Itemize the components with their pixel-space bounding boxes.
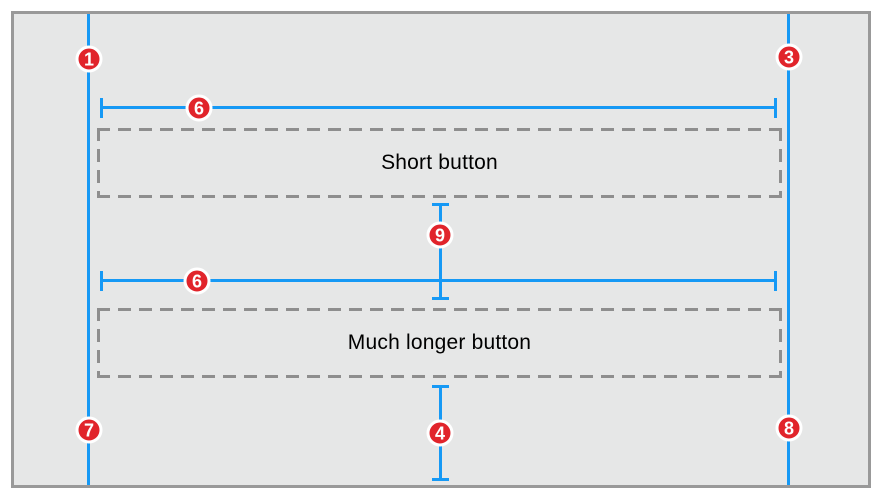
vertical-spacing-constraint-line [432, 203, 449, 300]
dimension-line [100, 279, 777, 282]
constraint-badge-9: 9 [426, 221, 454, 249]
right-layout-guide-line [787, 14, 790, 485]
layout-diagram-canvas: Short button Much longer button 1 3 6 9 … [11, 11, 871, 488]
constraint-badge-8: 8 [775, 414, 803, 442]
constraint-badge-4: 4 [426, 419, 454, 447]
left-layout-guide-line [87, 14, 90, 485]
width-constraint-line-bottom [100, 271, 777, 291]
dimension-line [100, 106, 777, 109]
constraint-badge-6-bottom: 6 [183, 267, 211, 295]
constraint-badge-3: 3 [775, 43, 803, 71]
short-button-placeholder: Short button [97, 128, 782, 198]
dimension-cap-right [774, 271, 777, 291]
dimension-cap-bottom [432, 297, 449, 300]
width-constraint-line-top [100, 98, 777, 118]
dimension-cap-bottom [432, 478, 449, 481]
dimension-line [439, 203, 442, 300]
constraint-badge-6-top: 6 [185, 94, 213, 122]
long-button-placeholder: Much longer button [97, 308, 782, 378]
constraint-badge-7: 7 [75, 416, 103, 444]
dimension-cap-right [774, 98, 777, 118]
constraint-badge-1: 1 [75, 45, 103, 73]
long-button-label: Much longer button [347, 331, 532, 354]
short-button-label: Short button [381, 151, 498, 174]
